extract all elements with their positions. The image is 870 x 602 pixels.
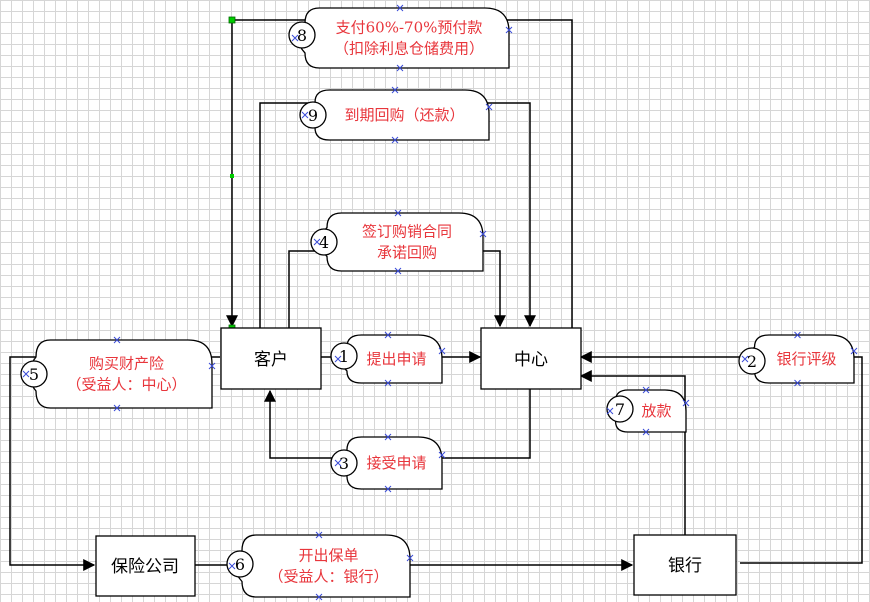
step-9-label-line-1: 到期回购（还款） <box>344 106 464 124</box>
node-insurer[interactable]: 保险公司 <box>95 535 196 597</box>
step-6-callout[interactable]: 6 开出保单 （受益人：银行） <box>226 531 414 601</box>
step-1-number-circle <box>330 342 358 370</box>
step-1-number: 1 <box>339 347 349 366</box>
step-8-label-line-1: 支付60%-70%预付款 <box>336 19 483 37</box>
arrow-rating <box>579 351 863 564</box>
step-7-callout[interactable]: 7 放款 <box>606 386 690 436</box>
step-4-number: 4 <box>319 233 329 252</box>
step-5-callout[interactable]: 5 购买财产险 （受益人：中心） <box>20 336 216 412</box>
step-7-number-circle <box>606 395 634 423</box>
step-5-number: 5 <box>29 365 39 384</box>
step-5-number-circle <box>20 360 48 388</box>
step-4-label-line-1: 签订购销合同 <box>362 223 452 241</box>
node-customer-label: 客户 <box>254 350 288 370</box>
step-6-label-line-2: （受益人：银行） <box>268 568 388 586</box>
node-bank[interactable]: 银行 <box>633 534 737 596</box>
step-8-number-circle <box>288 21 316 49</box>
step-2-callout[interactable]: 2 银行评级 <box>738 331 858 387</box>
node-bank-label: 银行 <box>668 556 702 576</box>
step-4-number-circle <box>310 228 338 256</box>
step-2-number-circle <box>738 347 766 375</box>
step-3-number: 3 <box>339 454 349 473</box>
step-3-shape <box>339 436 443 490</box>
step-8-callout[interactable]: 8 支付60%-70%预付款 （扣除利息仓储费用） <box>288 4 513 72</box>
step-9-number: 9 <box>308 106 318 125</box>
step-6-number: 6 <box>235 555 245 574</box>
step-7-number: 7 <box>615 400 625 419</box>
step-5-label-line-1: 购买财产险 <box>89 355 164 373</box>
step-4-label-line-2: 承诺回购 <box>377 244 437 262</box>
node-center-label: 中心 <box>514 350 548 370</box>
step-3-label-line-1: 接受申请 <box>366 454 426 472</box>
node-customer[interactable]: 客户 <box>220 327 322 390</box>
step-6-number-circle <box>226 550 254 578</box>
step-1-callout[interactable]: 1 提出申请 <box>330 331 446 387</box>
step-7-label-line-1: 放款 <box>641 402 671 420</box>
step-9-callout[interactable]: 9 到期回购（还款） <box>299 86 493 144</box>
step-1-shape <box>339 334 443 384</box>
step-8-label-line-2: （扣除利息仓储费用） <box>334 40 484 58</box>
step-1-label-line-1: 提出申请 <box>366 350 426 368</box>
arrow-loan <box>579 370 686 535</box>
step-3-callout[interactable]: 3 接受申请 <box>330 433 446 493</box>
step-2-number: 2 <box>747 352 757 371</box>
step-3-number-circle <box>330 449 358 477</box>
step-4-shape <box>319 212 484 272</box>
step-9-shape <box>307 89 490 141</box>
step-5-label-line-2: （受益人：中心） <box>66 376 186 394</box>
step-9-number-circle <box>299 101 327 129</box>
node-insurer-label: 保险公司 <box>111 557 179 577</box>
step-8-number: 8 <box>297 26 307 45</box>
step-6-shape <box>234 534 411 598</box>
node-center[interactable]: 中心 <box>480 327 582 390</box>
step-6-label-line-1: 开出保单 <box>298 547 358 565</box>
step-5-shape <box>28 339 213 409</box>
step-2-label-line-1: 银行评级 <box>776 350 836 368</box>
step-8-shape <box>297 7 510 69</box>
